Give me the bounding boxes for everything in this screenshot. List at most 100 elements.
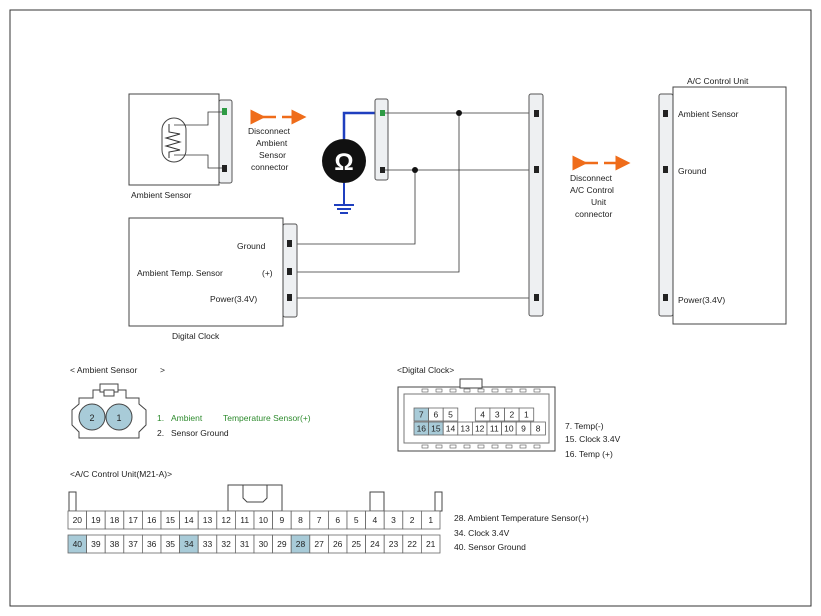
acu-pin: 25 <box>352 539 362 549</box>
acu-pin: 32 <box>221 539 231 549</box>
acu-legend-1: 28. Ambient Temperature Sensor(+) <box>454 513 589 523</box>
ambient-pin-label: 2 <box>89 413 94 423</box>
ambient-connector-view: < Ambient Sensor > 2 1 1. Ambient Temper… <box>70 365 311 439</box>
acu-pin: 22 <box>407 539 417 549</box>
ohmmeter: Ω <box>322 111 381 214</box>
acu-pin: 5 <box>354 515 359 525</box>
acu-pin: 2 <box>410 515 415 525</box>
clock-legend-1: 7. Temp(-) <box>565 421 604 431</box>
ambient-legend-2-a: Sensor Ground <box>171 428 229 438</box>
harness-wires <box>292 112 538 299</box>
acu-pin: 20 <box>73 515 83 525</box>
ambient-connector-title-end: > <box>160 365 165 375</box>
acu-pin: 10 <box>259 515 269 525</box>
clock-pin: 12 <box>475 424 485 434</box>
acu-power-label: Power(3.4V) <box>678 295 725 305</box>
clock-ground-label: Ground <box>237 241 266 251</box>
acu-pin: 33 <box>203 539 213 549</box>
acu-ground-label: Ground <box>678 166 707 176</box>
clock-pin: 8 <box>536 424 541 434</box>
acu-ambient-label: Ambient Sensor <box>678 109 739 119</box>
clock-pin: 10 <box>504 424 514 434</box>
ambient-legend-1-num: 1. <box>157 413 164 423</box>
acu-pin: 8 <box>298 515 303 525</box>
ambient-sensor-component: Ambient Sensor <box>128 93 233 200</box>
splice-point <box>456 110 462 116</box>
digital-clock-component: Ground Ambient Temp. Sensor (+) Power(3.… <box>128 217 298 341</box>
acu-connector-title: <A/C Control Unit(M21-A)> <box>70 469 172 479</box>
clock-pin: 11 <box>490 424 499 434</box>
acu-pin: 1 <box>428 515 433 525</box>
clock-pin: 2 <box>509 410 514 420</box>
acu-pin: 21 <box>426 539 436 549</box>
acu-pin: 9 <box>280 515 285 525</box>
clock-pin: 15 <box>431 424 441 434</box>
ambient-legend-1-a: Ambient <box>171 413 203 423</box>
acu-title: A/C Control Unit <box>687 76 749 86</box>
clock-pin: 6 <box>434 410 439 420</box>
acu-pin: 23 <box>389 539 399 549</box>
acu-pin: 16 <box>147 515 157 525</box>
acu-pin: 40 <box>73 539 83 549</box>
disconnect-ambient-label-4: connector <box>251 162 288 172</box>
acu-pin: 28 <box>296 539 306 549</box>
acu-pin: 30 <box>259 539 269 549</box>
acu-pin: 38 <box>110 539 120 549</box>
acu-component: A/C Control Unit Ambient Sensor Ground P… <box>658 76 787 325</box>
acu-pin: 34 <box>184 539 194 549</box>
acu-pin: 35 <box>166 539 176 549</box>
ambient-legend-1-b: Temperature Sensor(+) <box>223 413 311 423</box>
acu-pin: 18 <box>110 515 120 525</box>
disconnect-ambient-label-3: Sensor <box>259 150 286 160</box>
ambient-pin-2 <box>222 165 227 172</box>
clock-plus-label: (+) <box>262 268 273 278</box>
clock-legend-3: 16. Temp (+) <box>565 449 613 459</box>
acu-pin: 39 <box>91 539 101 549</box>
acu-pin: 4 <box>373 515 378 525</box>
acu-pin: 6 <box>335 515 340 525</box>
clock-pin: 4 <box>480 410 485 420</box>
disconnect-acu-label-2: A/C Control <box>570 185 614 195</box>
ambient-sensor-label: Ambient Sensor <box>131 190 192 200</box>
clock-pin: 5 <box>448 410 453 420</box>
acu-pin: 13 <box>203 515 213 525</box>
disconnect-acu-label-1: Disconnect <box>570 173 613 183</box>
acu-pin: 17 <box>128 515 138 525</box>
acu-pin: 27 <box>314 539 324 549</box>
acu-pin: 31 <box>240 539 250 549</box>
ohm-symbol: Ω <box>334 149 353 176</box>
splice-point <box>412 167 418 173</box>
acu-pin: 14 <box>184 515 194 525</box>
clock-pin: 3 <box>495 410 500 420</box>
disconnect-ambient-label-2: Ambient <box>256 138 288 148</box>
disconnect-ambient-label-1: Disconnect <box>248 126 291 136</box>
clock-amb-temp-label: Ambient Temp. Sensor <box>137 268 223 278</box>
disconnect-acu-label-3: Unit <box>591 197 607 207</box>
clock-pin: 7 <box>419 410 424 420</box>
acu-legend-3: 40. Sensor Ground <box>454 542 526 552</box>
clock-legend-2: 15. Clock 3.4V <box>565 434 621 444</box>
acu-harness-connector <box>528 93 544 317</box>
clock-pin: 14 <box>446 424 456 434</box>
clock-connector-title: <Digital Clock> <box>397 365 454 375</box>
acu-pin: 37 <box>128 539 138 549</box>
diagram-frame <box>9 9 812 607</box>
clock-pin: 13 <box>460 424 470 434</box>
ambient-pin-1 <box>222 108 227 115</box>
ambient-legend-2-num: 2. <box>157 428 164 438</box>
disconnect-arrows <box>250 109 631 171</box>
acu-pin: 24 <box>370 539 380 549</box>
acu-pin: 12 <box>221 515 231 525</box>
ambient-connector-title: < Ambient Sensor <box>70 365 138 375</box>
clock-pin: 1 <box>524 410 529 420</box>
acu-pin: 15 <box>166 515 176 525</box>
acu-pin: 3 <box>391 515 396 525</box>
acu-legend-2: 34. Clock 3.4V <box>454 528 510 538</box>
clock-pin: 16 <box>417 424 427 434</box>
clock-pin: 9 <box>521 424 526 434</box>
disconnect-acu-label-4: connector <box>575 209 612 219</box>
digital-clock-label: Digital Clock <box>172 331 220 341</box>
